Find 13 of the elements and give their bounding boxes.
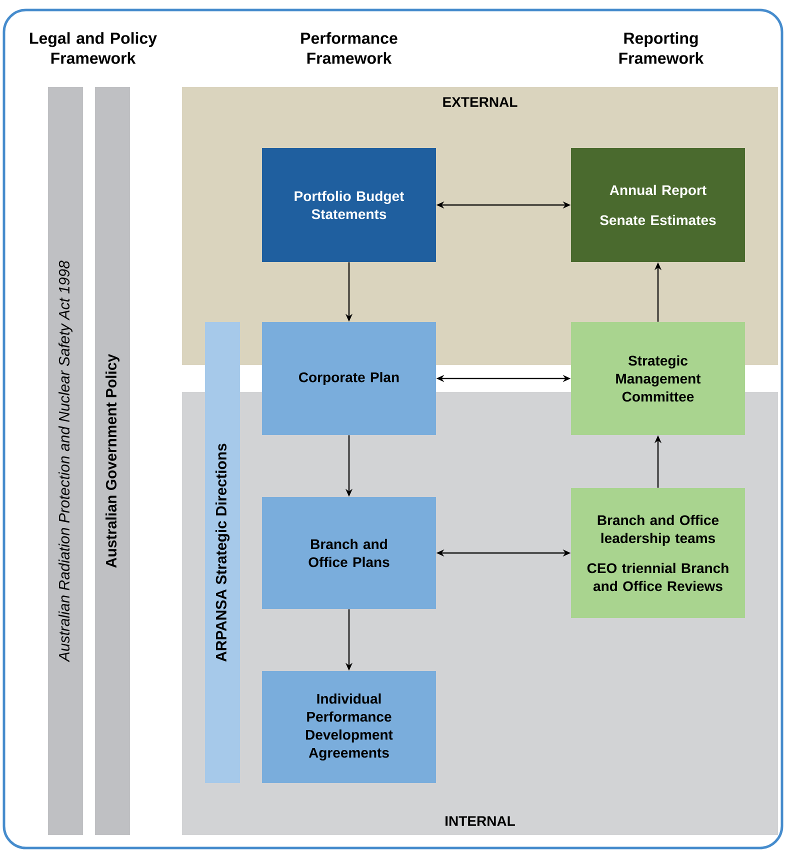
column-heading: Legal and Policy Framework (30, 32, 157, 64)
process-box: Corporate Plan (262, 322, 436, 435)
process-box: Annual Report Senate Estimates (571, 148, 745, 262)
vertical-bar: Australian Radiation Protection and Nuclear Safety Act 1998 (48, 87, 83, 835)
process-box: Portfolio Budget Statements (262, 148, 436, 262)
process-box: Individual Performance Development Agreements (262, 671, 436, 783)
column-heading: Reporting Framework (619, 32, 704, 64)
vertical-bar: ARPANSA Strategic Directions (205, 322, 240, 783)
process-box: Branch and Office Plans (262, 497, 436, 609)
process-box: Strategic Management Committee (571, 322, 745, 435)
column-heading: Performance Framework (301, 32, 398, 64)
vertical-bar: Australian Government Policy (95, 87, 130, 835)
process-box: Branch and Office leadership teams CEO triennial Branch and Office Reviews (571, 488, 745, 618)
